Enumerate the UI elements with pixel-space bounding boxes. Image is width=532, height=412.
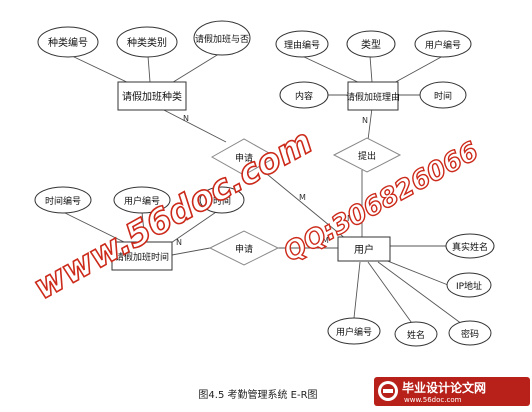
attr-type-id: 种类编号 <box>37 26 99 58</box>
entity-user-label: 用户 <box>354 243 374 256</box>
entity-leave-time: 请假加班时间 <box>111 241 173 271</box>
attr-reason-content: 内容 <box>279 81 329 109</box>
attr-user-real-name: 真实姓名 <box>445 233 495 259</box>
card-reason-n: N <box>362 116 368 125</box>
attr-time-user-id-label: 用户编号 <box>124 195 160 207</box>
brand-badge: 毕业设计论文网 www.56doc.com <box>374 377 530 406</box>
rel-apply-bottom-label: 申请 <box>235 243 253 255</box>
attr-user-id-label: 用户编号 <box>336 326 372 338</box>
attr-user-id: 用户编号 <box>327 317 381 345</box>
figure-caption: 图4.5 考勤管理系统 E-R图 <box>198 388 317 401</box>
brand-name: 毕业设计论文网 <box>402 380 486 395</box>
card-user-m2: M <box>347 214 354 223</box>
attr-reason-time-label: 时间 <box>434 90 452 102</box>
rel-apply-bottom: 申请 <box>208 230 280 266</box>
entity-leave-type: 请假加班种类 <box>117 81 187 111</box>
entity-leave-time-label: 请假加班时间 <box>115 251 169 263</box>
attr-type-id-label: 种类编号 <box>48 36 88 49</box>
card-time-n: N <box>176 238 182 247</box>
attr-user-real-name-label: 真实姓名 <box>452 241 488 253</box>
entity-leave-reason: 请假加班理由 <box>346 81 400 111</box>
attr-type-category: 种类类别 <box>116 26 178 58</box>
attr-reason-user-id-label: 用户编号 <box>425 39 461 51</box>
attr-reason-content-label: 内容 <box>295 90 313 102</box>
attr-is-leave-or-overtime-label: 请假加班与否 <box>195 33 249 45</box>
attr-reason-id: 理由编号 <box>275 30 329 58</box>
card-type-n: N <box>183 114 189 123</box>
attr-reason-user-id: 用户编号 <box>414 30 472 58</box>
attr-time-time-label: 时间 <box>213 195 231 207</box>
brand-url: www.56doc.com <box>404 396 462 404</box>
watermark-site-url: www.56doc.com <box>27 122 319 308</box>
attr-time-time: 时间 <box>199 186 245 214</box>
attr-type-category-label: 种类类别 <box>127 36 167 49</box>
attr-reason-id-label: 理由编号 <box>284 39 320 51</box>
attr-time-user-id: 用户编号 <box>113 186 171 214</box>
attr-reason-type-label: 类型 <box>361 38 381 51</box>
rel-submit: 提出 <box>332 137 402 173</box>
attr-is-leave-or-overtime: 请假加班与否 <box>193 20 251 56</box>
attr-reason-type: 类型 <box>346 30 396 58</box>
attr-time-id-label: 时间编号 <box>45 195 81 207</box>
attr-user-name-label: 姓名 <box>407 329 425 341</box>
rel-apply-top: 申请 <box>210 138 278 176</box>
attr-user-name: 姓名 <box>394 321 438 347</box>
rel-submit-label: 提出 <box>358 150 376 162</box>
card-user-m1: M <box>299 193 306 202</box>
entity-leave-type-label: 请假加班种类 <box>122 90 182 103</box>
edges <box>62 51 463 327</box>
brand-logo-icon <box>378 381 398 401</box>
attr-user-password: 密码 <box>448 320 492 346</box>
attr-user-password-label: 密码 <box>461 328 479 340</box>
entity-leave-reason-label: 请假加班理由 <box>346 91 400 103</box>
attr-time-id: 时间编号 <box>34 186 92 214</box>
attr-reason-time: 时间 <box>419 81 467 109</box>
entity-user: 用户 <box>337 236 391 262</box>
rel-apply-top-label: 申请 <box>235 152 253 164</box>
attr-user-ip-label: IP地址 <box>456 280 482 292</box>
attr-user-ip: IP地址 <box>446 272 492 298</box>
card-user-m3: M <box>322 236 329 245</box>
